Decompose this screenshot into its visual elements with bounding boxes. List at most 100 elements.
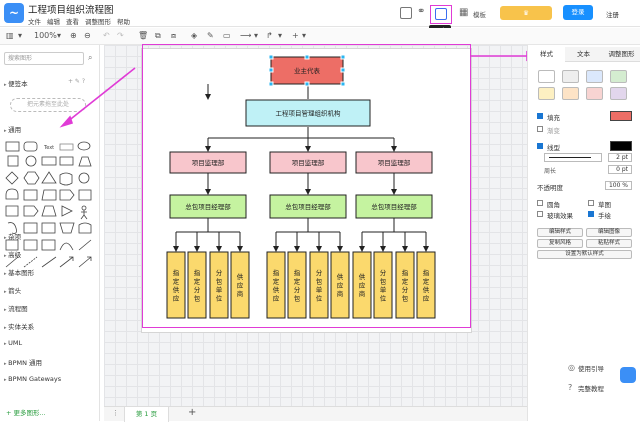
edit-style-button[interactable]: 编辑样式 [537, 228, 583, 237]
resize-handle[interactable] [304, 81, 310, 87]
insert-icon[interactable]: + [292, 31, 299, 40]
resize-handle[interactable] [268, 54, 274, 60]
tutorial-link[interactable]: 完整教程 [578, 385, 604, 393]
section-basic[interactable]: 基本图形 [4, 267, 34, 277]
more-shapes-link[interactable]: + 更多图形... [6, 409, 46, 417]
org-chart[interactable]: 业主代表工程项目管理组织机构项目监理部总包项目经理部指定供应指定分包分包单位供应… [142, 49, 473, 334]
style-swatch[interactable] [538, 87, 555, 100]
tab-style[interactable]: 样式 [528, 47, 565, 62]
shadow-icon[interactable]: ▭ [223, 31, 231, 40]
style-swatch[interactable] [562, 87, 579, 100]
style-swatch[interactable] [538, 70, 555, 83]
edit-image-button[interactable]: 编辑图像 [586, 228, 632, 237]
style-swatch[interactable] [586, 70, 603, 83]
glass-checkbox[interactable] [537, 211, 543, 217]
copy-style-button[interactable]: 复制风格 [537, 239, 583, 248]
drawing-canvas[interactable]: 业主代表工程项目管理组织机构项目监理部总包项目经理部指定供应指定分包分包单位供应… [104, 45, 527, 406]
rounded-checkbox[interactable] [537, 200, 543, 206]
fill-color-swatch[interactable] [610, 111, 632, 121]
line-color-swatch[interactable] [610, 141, 632, 151]
save-icon[interactable] [400, 7, 412, 19]
connection-icon[interactable]: ⟶ [240, 31, 252, 40]
menu-file[interactable]: 文件 [28, 18, 41, 26]
zoom-in-icon[interactable]: ⊕ [70, 31, 77, 40]
line-color-icon[interactable]: ✎ [207, 31, 214, 40]
document-title[interactable]: 工程项目组织流程图 [28, 5, 114, 16]
set-default-style-button[interactable]: 设置为默认样式 [537, 250, 632, 259]
chevron-down-icon[interactable]: ▾ [254, 31, 259, 40]
node-manager[interactable]: 总包项目经理部 [355, 194, 433, 219]
delete-icon[interactable]: 🗑 [138, 31, 149, 40]
node-supervisor[interactable]: 项目监理部 [169, 151, 247, 174]
upgrade-button[interactable]: ♛ [500, 6, 552, 20]
resize-handle[interactable] [304, 54, 310, 60]
shape-search-input[interactable]: 搜索图形 [4, 52, 84, 65]
gradient-checkbox[interactable] [537, 126, 543, 132]
node-leaf[interactable]: 供应商 [352, 251, 372, 319]
line-pattern-select[interactable] [544, 153, 602, 162]
redo-icon[interactable]: ↷ [117, 31, 124, 40]
chevron-down-icon[interactable]: ▾ [302, 31, 307, 40]
line-width-input[interactable]: 2 pt [608, 153, 632, 162]
perimeter-input[interactable]: 0 pt [608, 165, 632, 174]
node-leaf[interactable]: 供应商 [330, 251, 350, 319]
section-bpmn-general[interactable]: BPMN 通用 [4, 357, 42, 367]
resize-handle[interactable] [268, 67, 274, 73]
style-swatch[interactable] [610, 70, 627, 83]
node-supervisor[interactable]: 项目监理部 [355, 151, 433, 174]
node-manager[interactable]: 总包项目经理部 [269, 194, 347, 219]
section-flowchart[interactable]: 流程图 [4, 303, 28, 313]
zoom-level[interactable]: 100% [34, 31, 57, 40]
resize-handle[interactable] [340, 67, 346, 73]
section-scratchpad[interactable]: 便签本 [4, 78, 28, 88]
template-button[interactable]: 模板 [473, 11, 486, 19]
hand-drawn-checkbox[interactable] [588, 211, 594, 217]
line-checkbox[interactable] [537, 143, 543, 149]
chevron-down-icon[interactable]: ▾ [57, 31, 62, 40]
login-button[interactable]: 登录 [563, 5, 593, 20]
menu-arrange[interactable]: 调整图形 [85, 18, 111, 26]
fill-checkbox[interactable] [537, 113, 543, 119]
menu-edit[interactable]: 编辑 [47, 18, 60, 26]
register-button[interactable]: 注册 [606, 11, 619, 19]
zoom-out-icon[interactable]: ⊖ [84, 31, 91, 40]
resize-handle[interactable] [340, 54, 346, 60]
section-arrows[interactable]: 箭头 [4, 285, 21, 295]
search-icon[interactable]: ⌕ [88, 53, 93, 62]
undo-icon[interactable]: ↶ [103, 31, 110, 40]
node-leaf[interactable]: 供应商 [230, 251, 250, 319]
export-icon[interactable] [435, 8, 447, 20]
assistant-icon[interactable] [620, 367, 636, 383]
node-org[interactable]: 工程项目管理组织机构 [245, 99, 371, 127]
tab-text[interactable]: 文本 [565, 47, 602, 62]
resize-handle[interactable] [340, 81, 346, 87]
paste-style-button[interactable]: 粘贴样式 [586, 239, 632, 248]
to-back-icon[interactable]: ⧈ [171, 31, 177, 40]
opacity-input[interactable]: 100 % [605, 181, 632, 190]
section-entity-relation[interactable]: 实体关系 [4, 321, 34, 331]
template-icon[interactable]: ▦ [459, 7, 469, 18]
node-manager[interactable]: 总包项目经理部 [169, 194, 247, 219]
section-bpmn-gateways[interactable]: BPMN Gateways [4, 375, 61, 383]
section-general[interactable]: 通用 [4, 124, 21, 134]
tab-arrange[interactable]: 调整图形 [602, 47, 640, 62]
fill-color-icon[interactable]: ◈ [191, 31, 198, 40]
share-icon[interactable]: ⚭ [417, 6, 426, 17]
format-panel-icon[interactable]: ▥ [6, 31, 14, 40]
to-front-icon[interactable]: ⧉ [155, 31, 161, 40]
menu-help[interactable]: 帮助 [117, 18, 130, 26]
waypoint-icon[interactable]: ↱ [266, 31, 273, 40]
page-tab-1[interactable]: 第 1 页 [124, 407, 169, 422]
general-shapes-grid[interactable]: Text [4, 140, 92, 280]
node-supervisor[interactable]: 项目监理部 [269, 151, 347, 174]
pages-menu-icon[interactable]: ⋮ [112, 409, 119, 417]
guide-link[interactable]: 使用引导 [578, 365, 604, 373]
